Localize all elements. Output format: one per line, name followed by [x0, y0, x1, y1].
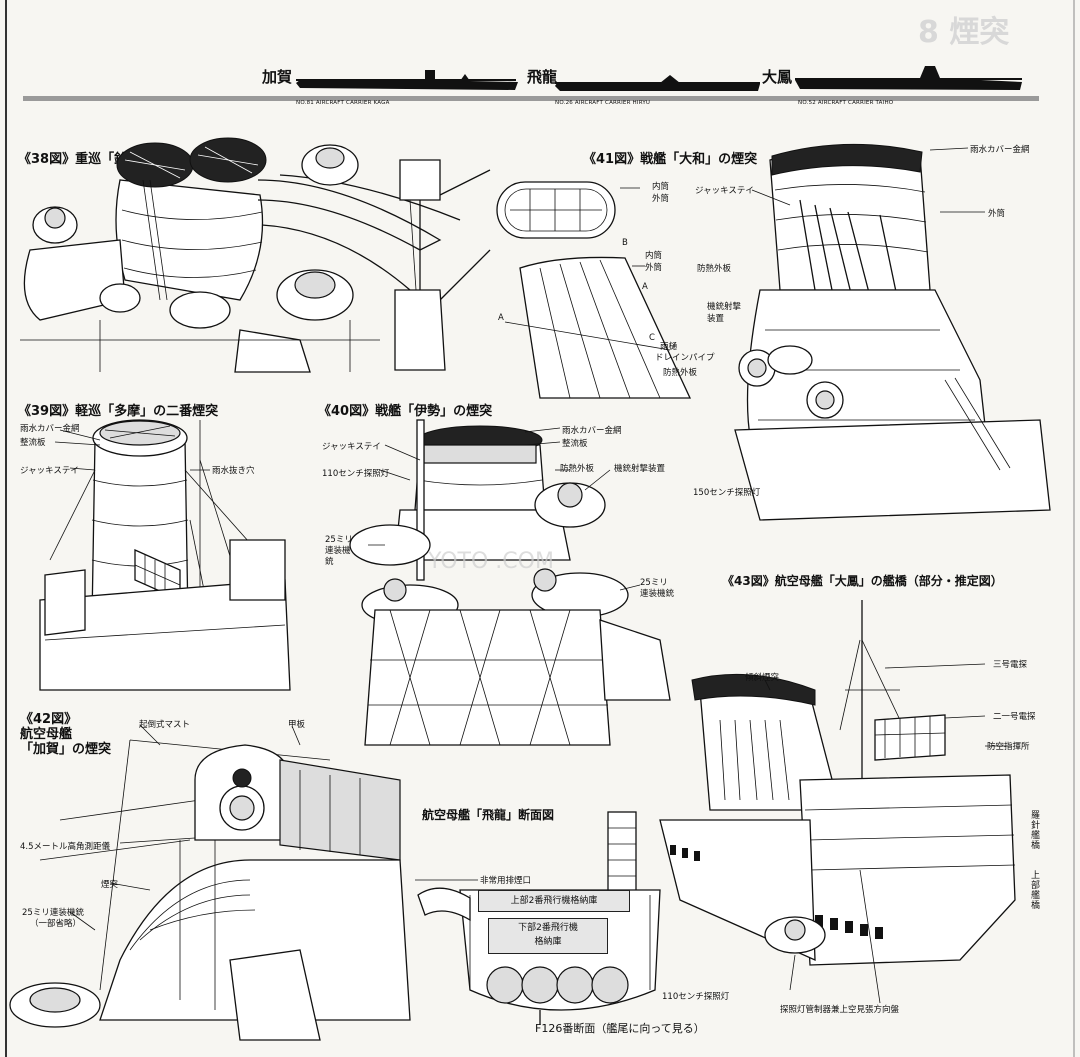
fig41-label-insulation: 防熱外板: [663, 368, 698, 378]
fig39-label-baffle: 整流板: [20, 438, 46, 448]
fig43-label-upper-bridge: 上部艦橋: [1029, 870, 1039, 910]
fig41-label-insulation-2: 防熱外板: [697, 264, 732, 274]
fig39-label-drain-hole: 雨水抜き穴: [212, 466, 255, 476]
ship-caption-taiho: NO.52 AIRCRAFT CARRIER TAIHO: [798, 100, 894, 106]
fig42-label-partially-omitted: （一部省略）: [30, 919, 82, 929]
section-title: 航空母艦「飛龍」断面図: [422, 808, 555, 822]
figure-43-title: 《43図》航空母艦「大鳳」の艦橋（部分・推定図）: [722, 574, 1003, 588]
svg-text:YOTO .COM: YOTO .COM: [427, 549, 554, 574]
figure-41-title: 《41図》戦艦「大和」の煙突: [583, 152, 758, 167]
fig41-label-gun-director: 機銃射撃装置: [707, 302, 742, 324]
fig41-label-c: C: [649, 333, 655, 343]
fig43-label-radar-no3: 三号電探: [993, 660, 1028, 670]
section-caption: F126番断面（艦尾に向って見る）: [535, 1022, 705, 1035]
fig41-label-a-right: A: [642, 282, 648, 292]
section-label-upper-hangar: 上部2番飛行機格納庫: [510, 896, 598, 906]
figure-42-title-line2: 航空母艦: [20, 727, 73, 742]
fig40-label-insulation: 防熱外板: [560, 464, 595, 474]
fig41-label-outer-top: 外筒: [652, 194, 670, 204]
fig40-label-rain-mesh: 雨水カバー金網: [562, 426, 622, 436]
fig40-label-baffle: 整流板: [562, 439, 588, 449]
fig43-label-radar-no21: 二一号電探: [993, 712, 1036, 722]
fig41-label-outer: 外筒: [645, 263, 663, 273]
fig43-label-air-defense: 防空指揮所: [987, 742, 1030, 752]
fig41-label-inner: 内筒: [645, 251, 663, 261]
fig43-label-raked-funnel: 傾斜煙突: [745, 673, 780, 683]
lower-hangar-box: 下部2番飛行機 格納庫: [488, 918, 608, 954]
section-label-lower-hangar-1: 下部2番飛行機: [518, 923, 578, 933]
fig41-label-150cm-searchlight: 150センチ探照灯: [693, 488, 761, 498]
section-label-smoke-outlet: 非常用排煙口: [480, 876, 532, 886]
section-label-lower-hangar-2: 格納庫: [534, 937, 562, 947]
fig41-label-jackstay: ジャッキステイ: [695, 186, 754, 196]
fig43-label-110cm-searchlight: 110センチ探照灯: [662, 992, 730, 1002]
figure-42-title-line3: 「加賀」の煙突: [20, 742, 112, 757]
figure-42-title: 《42図》 航空母艦 「加賀」の煙突: [20, 712, 111, 757]
fig40-label-110cm-searchlight: 110センチ探照灯: [322, 469, 390, 479]
fig39-label-jackstay: ジャッキステイ: [20, 466, 79, 476]
fig41-label-outer-casing: 外筒: [988, 209, 1006, 219]
fig39-label-rain-mesh: 雨水カバー金網: [20, 424, 80, 434]
fig43-label-compass-bridge: 羅針艦橋: [1029, 810, 1039, 850]
fig42-label-deck: 甲板: [288, 720, 306, 730]
fig42-label-folding-mast: 起倒式マスト: [139, 720, 191, 730]
fig42-label-funnel: 煙突: [101, 880, 119, 890]
fig41-label-b: B: [622, 238, 628, 248]
ship-caption-kaga: NO.81 AIRCRAFT CARRIER KAGA: [296, 100, 390, 106]
ship-name-kaga: 加賀: [262, 68, 293, 86]
fig41-label-rain-mesh: 雨水カバー金網: [970, 145, 1030, 155]
figure-40-title: 《40図》戦艦「伊勢」の煙突: [318, 404, 493, 419]
fig42-label-rangefinder: 4.5メートル高角測距儀: [20, 842, 111, 852]
fig41-label-a-left: A: [498, 313, 504, 323]
ship-name-taiho: 大鳳: [762, 68, 793, 86]
svg-text:8 煙突: 8 煙突: [918, 15, 1009, 50]
fig41-label-drain-pipe: ドレインパイプ: [655, 353, 715, 363]
ship-name-hiryu: 飛龍: [527, 68, 558, 86]
fig41-label-gutter: 雨樋: [660, 342, 678, 352]
upper-hangar-box: 上部2番飛行機格納庫: [478, 890, 630, 912]
fig40-label-25mm-left: 25ミリ連装機銃: [325, 535, 353, 567]
fig43-label-searchlight-director: 探照灯管制器兼上空見張方向盤: [780, 1005, 900, 1015]
ship-silhouettes: 8 煙突: [23, 15, 1039, 101]
fig41-label-inner-top: 内筒: [652, 182, 670, 192]
figure-39-title: 《39図》軽巡「多摩」の二番煙突: [18, 404, 219, 419]
fig40-label-gun-director: 機銃射撃装置: [614, 464, 666, 474]
fig40-label-jackstay: ジャッキステイ: [322, 442, 381, 452]
fig42-label-25mm: 25ミリ連装機銃: [22, 908, 84, 918]
figure-42-title-line1: 《42図》: [20, 712, 78, 727]
ship-caption-hiryu: NO.26 AIRCRAFT CARRIER HIRYU: [555, 100, 651, 106]
fig40-label-25mm-right: 25ミリ連装機銃: [640, 578, 675, 599]
